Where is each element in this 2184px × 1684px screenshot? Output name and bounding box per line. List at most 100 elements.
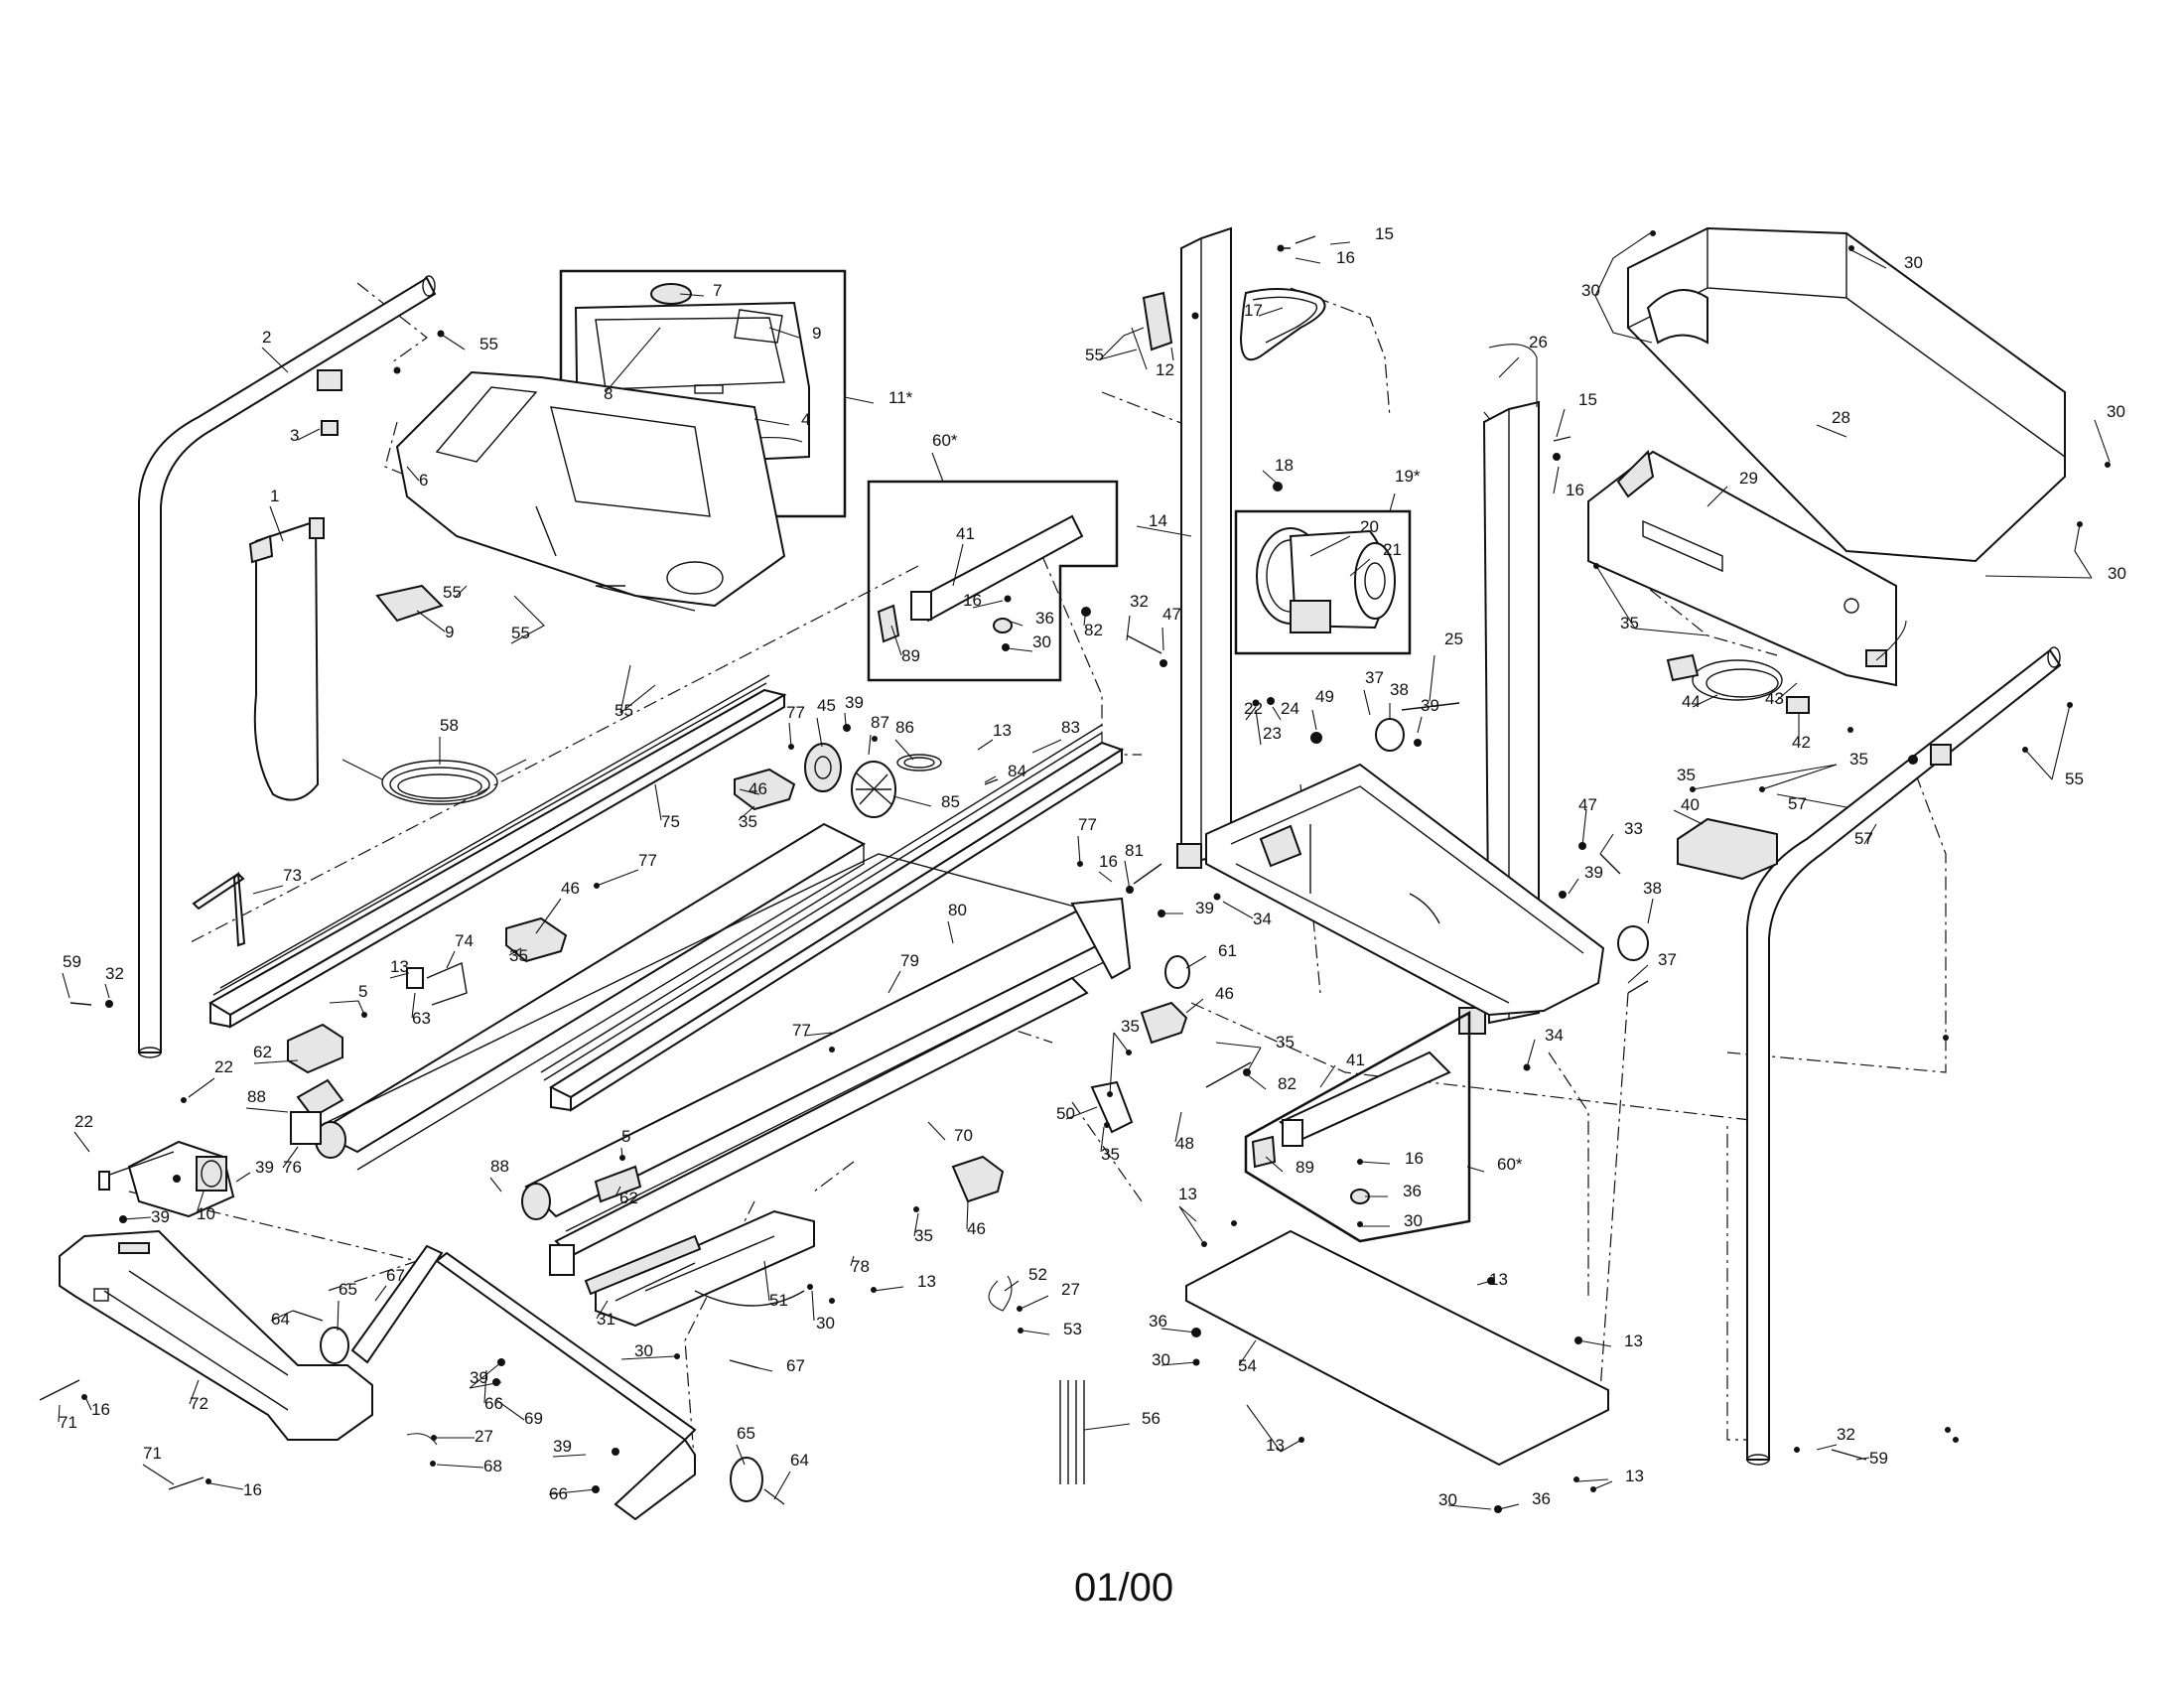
part-callout: 3 xyxy=(290,426,299,445)
front-roller-frame xyxy=(290,822,867,1171)
part-callout: 6 xyxy=(419,471,428,490)
part-callout: 50 xyxy=(1056,1104,1075,1123)
part-callout: 57 xyxy=(1854,829,1873,848)
safety-key-strap xyxy=(248,517,325,801)
part-callout: 15 xyxy=(1578,390,1597,409)
part-callout: 38 xyxy=(1643,879,1662,898)
part-callout: 30 xyxy=(1581,281,1600,300)
part-callout: 9 xyxy=(812,324,821,343)
part-callout: 39 xyxy=(151,1207,170,1226)
part-callout: 46 xyxy=(1215,984,1234,1003)
part-callout: 2 xyxy=(262,328,271,347)
part-callout: 11* xyxy=(888,388,913,407)
part-callout: 27 xyxy=(475,1427,493,1446)
part-callout: 54 xyxy=(1238,1356,1257,1375)
roller-bracket xyxy=(98,1140,235,1218)
part-callout: 30 xyxy=(1438,1490,1457,1509)
part-callout: 8 xyxy=(604,384,613,403)
base-frame xyxy=(1205,763,1605,1017)
part-callout: 55 xyxy=(1085,346,1104,364)
part-callout: 27 xyxy=(1061,1280,1080,1299)
part-callout: 38 xyxy=(1390,680,1409,699)
part-callout: 89 xyxy=(901,646,920,665)
part-callout: 48 xyxy=(1175,1134,1194,1153)
part-callout: 47 xyxy=(1578,795,1597,814)
part-callout: 47 xyxy=(1162,605,1181,624)
part-callout: 44 xyxy=(1682,692,1701,711)
part-callout: 35 xyxy=(1121,1017,1140,1036)
part-callout: 7 xyxy=(713,281,722,300)
part-callout: 30 xyxy=(2107,402,2125,421)
part-callout: 82 xyxy=(1278,1074,1297,1093)
wire-harness xyxy=(341,759,527,805)
part-callout: 13 xyxy=(390,957,409,976)
roller-pulleys xyxy=(1375,718,1649,961)
part-callout: 16 xyxy=(243,1480,262,1499)
part-callout: 58 xyxy=(440,716,459,735)
part-callout: 29 xyxy=(1739,469,1758,488)
part-callout: 42 xyxy=(1792,733,1811,752)
part-callout: 15 xyxy=(1375,224,1394,243)
part-callout: 76 xyxy=(283,1158,302,1177)
incline-motor-lower xyxy=(1244,1010,1471,1243)
motor-controller xyxy=(1587,449,1907,687)
part-callout: 46 xyxy=(967,1219,986,1238)
part-callout: 45 xyxy=(817,696,836,715)
part-callout: 46 xyxy=(561,879,580,898)
part-callout: 36 xyxy=(1035,609,1054,628)
part-callout: 13 xyxy=(993,721,1012,740)
part-callout: 17 xyxy=(1244,301,1263,320)
part-callout: 39 xyxy=(1421,696,1439,715)
motor-hood xyxy=(59,1229,373,1441)
part-callout: 33 xyxy=(1624,819,1643,838)
part-callout: 16 xyxy=(1405,1149,1424,1168)
part-callout: 35 xyxy=(914,1226,933,1245)
part-callout: 84 xyxy=(1008,762,1026,780)
part-callout: 72 xyxy=(190,1394,208,1413)
part-callout: 82 xyxy=(1084,621,1103,639)
part-callout: 35 xyxy=(1620,614,1639,632)
frame-brackets xyxy=(505,768,1190,1203)
part-callout: 30 xyxy=(634,1341,653,1360)
part-callout: 5 xyxy=(358,982,367,1001)
part-callout: 13 xyxy=(1489,1270,1508,1289)
motor-assembly xyxy=(1234,509,1412,655)
part-callout: 75 xyxy=(661,812,680,831)
part-callout: 13 xyxy=(1625,1467,1644,1485)
part-callout: 73 xyxy=(283,866,302,885)
part-callout: 80 xyxy=(948,901,967,919)
motor-pulley xyxy=(804,743,942,818)
part-callout: 35 xyxy=(739,812,757,831)
belt-guard-bracket xyxy=(1142,291,1173,351)
part-callout: 35 xyxy=(509,946,528,965)
left-deck-rail xyxy=(208,674,787,1029)
part-callout: 30 xyxy=(1032,632,1051,651)
right-deck-rail xyxy=(540,724,1125,1112)
power-cord xyxy=(1666,653,1810,714)
part-callout: 23 xyxy=(1263,724,1282,743)
part-callout: 67 xyxy=(786,1356,805,1375)
part-callout: 32 xyxy=(1130,592,1149,611)
part-callout: 13 xyxy=(1266,1436,1285,1455)
incline-links xyxy=(320,1244,763,1521)
part-callout: 64 xyxy=(271,1310,290,1329)
part-callout: 39 xyxy=(845,693,864,712)
part-callout: 77 xyxy=(792,1021,811,1040)
part-callout: 35 xyxy=(1276,1033,1295,1052)
part-callout: 22 xyxy=(214,1057,233,1076)
part-callout: 24 xyxy=(1281,699,1299,718)
part-callout: 18 xyxy=(1275,456,1294,475)
part-callout: 32 xyxy=(105,964,124,983)
part-callout: 13 xyxy=(1624,1332,1643,1350)
part-callout: 43 xyxy=(1765,689,1784,708)
part-callout: 71 xyxy=(59,1413,77,1432)
part-callout: 30 xyxy=(1404,1211,1423,1230)
part-callout: 62 xyxy=(253,1043,272,1061)
part-callout: 22 xyxy=(74,1112,93,1131)
incline-motor-upper xyxy=(867,480,1119,682)
part-callout: 30 xyxy=(816,1314,835,1333)
part-callout: 4 xyxy=(801,410,810,429)
part-callout: 16 xyxy=(963,591,982,610)
left-upright xyxy=(138,275,437,1058)
part-callout: 51 xyxy=(769,1291,788,1310)
